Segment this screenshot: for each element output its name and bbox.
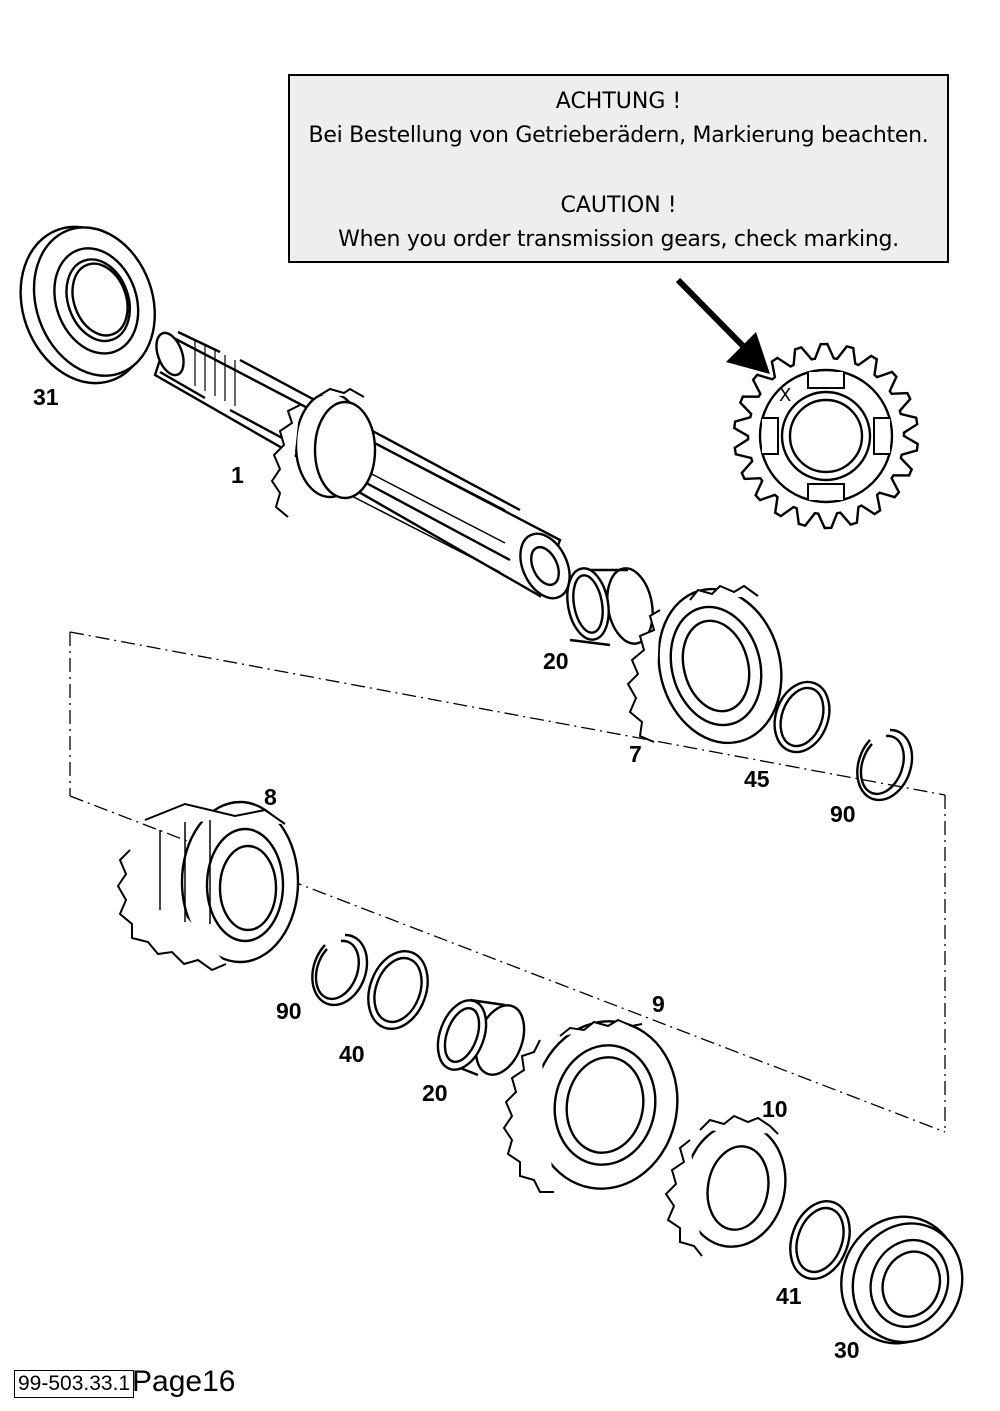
needle-bushing-20-lower [436,998,526,1077]
marking-x: X [779,385,791,406]
document-number: 99-503.33.1 [14,1370,135,1398]
callout-90-upper: 90 [830,801,856,827]
callout-20-upper: 20 [543,648,569,674]
gear-9 [502,1018,679,1193]
marked-gear-detail [733,342,919,530]
notice-heading-de: ACHTUNG ! [555,89,682,114]
needle-bushing-20-upper [566,567,654,647]
callout-45: 45 [744,766,770,792]
gear-10 [664,1114,787,1257]
callout-9: 9 [652,991,665,1017]
gear-7 [626,584,783,745]
washer-41 [789,1200,851,1280]
notice-text-de: Bei Bestellung von Getrieberädern, Marki… [308,123,929,148]
callout-31: 31 [33,384,59,410]
callout-1: 1 [231,462,244,488]
bearing-30 [840,1215,964,1345]
page-number: Page16 [132,1365,236,1398]
notice-text-en: When you order transmission gears, check… [338,227,899,252]
main-shaft-1 [153,330,571,600]
pointer-arrow [675,277,770,374]
circlip-90-upper [856,728,914,802]
callout-8: 8 [264,784,277,810]
page-footer: 99-503.33.1 Page16 [14,1366,235,1398]
callout-90-lower: 90 [276,998,302,1024]
circlip-90-lower [311,933,369,1007]
washer-40 [367,950,429,1030]
callout-7: 7 [629,741,642,767]
callout-20-lower: 20 [422,1080,448,1106]
callout-41: 41 [776,1283,802,1309]
gear-8 [116,800,300,972]
bearing-31 [19,225,156,385]
callout-40: 40 [339,1041,365,1067]
warning-notice: ACHTUNG ! Bei Bestellung von Getrieberäd… [288,74,949,263]
callout-10: 10 [762,1096,788,1122]
washer-45 [773,680,831,754]
notice-heading-en: CAUTION ! [560,193,677,218]
callout-30: 30 [834,1337,860,1363]
